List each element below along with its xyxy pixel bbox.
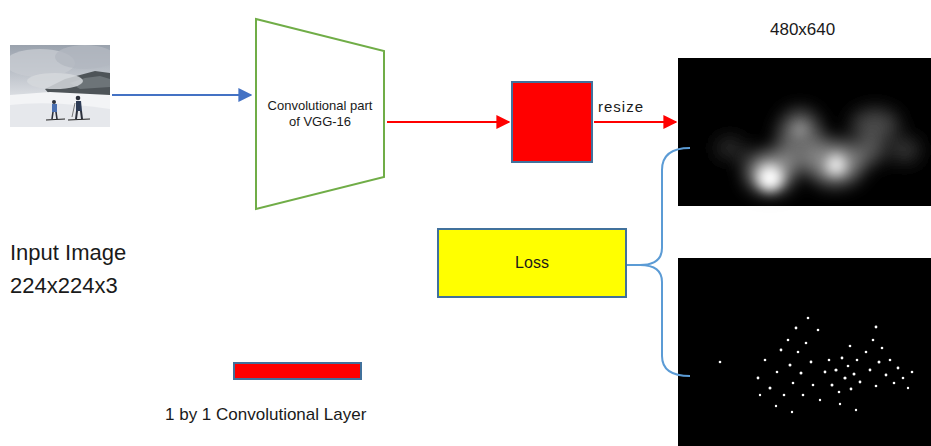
input-photo (10, 45, 110, 127)
loss-box: Loss (437, 228, 627, 298)
size-label: 480x640 (770, 20, 835, 40)
node-text: Convolutional part of VGG-16 (267, 98, 373, 131)
trapezoid-shape (256, 19, 384, 209)
legend-swatch (233, 362, 362, 380)
fixation-map (678, 258, 931, 446)
loss-bracket (640, 148, 690, 376)
input-caption: Input Image 224x224x3 (10, 236, 170, 302)
loss-bracket-stem (627, 264, 640, 266)
encoder-trapezoid: Convolutional part of VGG-16 (255, 18, 385, 210)
node-text: Loss (515, 253, 549, 273)
arrow-label: resize (598, 98, 644, 116)
conv-output-block (512, 82, 592, 162)
legend-text: 1 by 1 Convolutional Layer (165, 405, 366, 425)
saliency-map (678, 58, 931, 206)
feature-arrow (387, 121, 509, 123)
resize-arrow (594, 121, 676, 123)
input-arrow (112, 94, 251, 96)
